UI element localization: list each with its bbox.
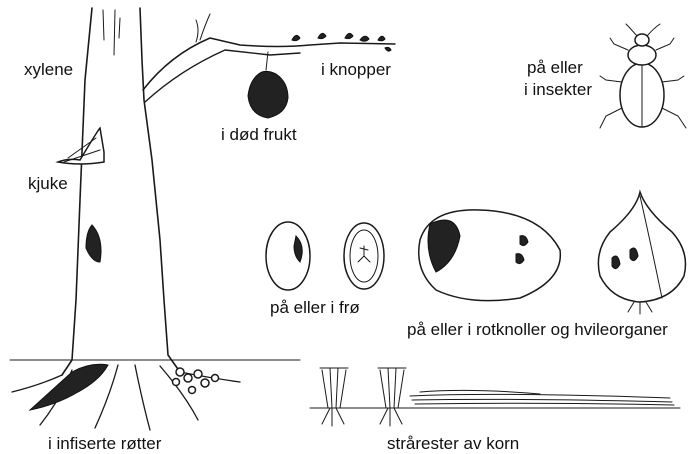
beetle-drawing [600, 24, 686, 128]
label-insekter-line1: på eller [527, 58, 583, 78]
label-fro: på eller i frø [270, 298, 360, 318]
label-insekter-line2: i insekter [524, 80, 592, 100]
straw-drawing [310, 368, 680, 426]
seed-drawings [266, 222, 384, 290]
bud-group [292, 33, 391, 51]
dead-fruit-drawing [248, 71, 288, 118]
label-rotter: i infiserte røtter [48, 434, 161, 454]
label-rotknoller: på eller i rotknoller og hvileorganer [407, 320, 668, 340]
label-knopper: i knopper [321, 60, 391, 80]
trunk-canker-drawing [86, 225, 101, 262]
label-kjuke: kjuke [28, 174, 68, 194]
infected-root-drawing [30, 364, 108, 410]
label-xylene: xylene [24, 60, 73, 80]
bracket-fungus-drawing [58, 128, 104, 164]
tuber-drawing [419, 210, 561, 301]
label-strarester: strårester av korn [387, 434, 519, 454]
label-dod-frukt: i død frukt [221, 125, 297, 145]
seed-spotted-drawing [266, 222, 310, 290]
bulb-drawing [598, 192, 685, 314]
